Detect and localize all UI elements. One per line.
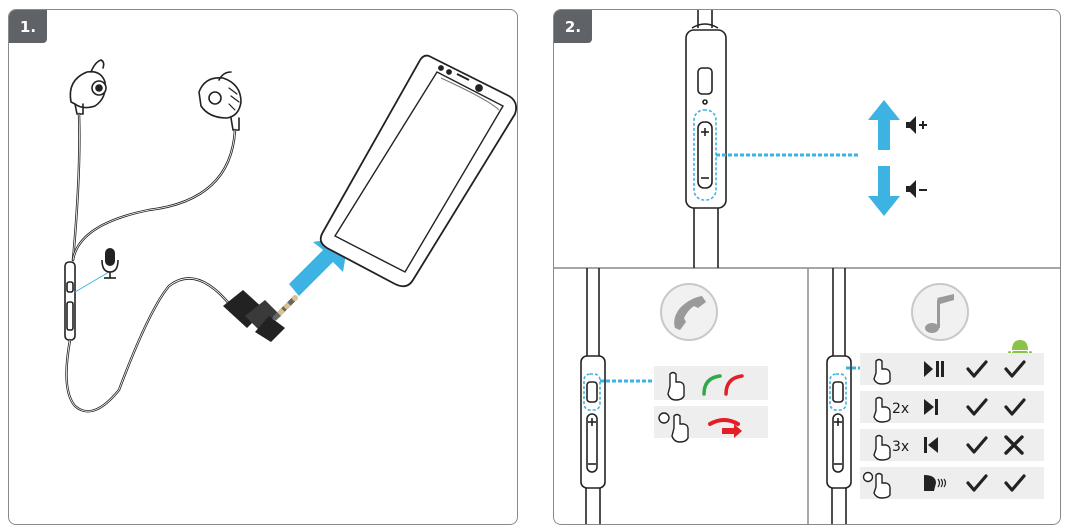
music-note-icon — [925, 294, 954, 333]
step-1-panel: 1. — [8, 9, 518, 525]
remote-controls-illustration: 2x 3x — [554, 10, 1060, 524]
check-icon — [1004, 474, 1026, 492]
step-1-badge: 1. — [9, 10, 47, 43]
tap-icon — [873, 396, 891, 423]
music-row — [860, 353, 1044, 385]
voice-assistant-icon — [924, 475, 947, 491]
previous-track-icon — [924, 437, 938, 453]
volume-down-icon — [906, 180, 927, 198]
volume-up-icon — [906, 116, 927, 134]
reject-call-icon — [708, 418, 742, 438]
phone-call-icon — [660, 283, 718, 341]
music-row: 2x — [860, 391, 1044, 423]
step-2-panel: 2. — [553, 9, 1061, 525]
left-earbud — [69, 59, 107, 115]
microphone-icon — [101, 248, 119, 279]
tap-icon — [667, 371, 685, 401]
cross-icon — [1004, 435, 1024, 455]
press-count: 2x — [892, 401, 909, 417]
hold-tap-icon — [658, 412, 689, 443]
tap-icon — [873, 472, 891, 499]
tap-icon — [873, 434, 891, 461]
connection-illustration — [64, 54, 517, 413]
check-icon — [966, 436, 988, 454]
tap-icon — [873, 358, 891, 385]
music-row — [860, 467, 1044, 499]
right-earbud — [198, 71, 242, 131]
answer-end-call-icon — [702, 374, 744, 396]
remote-volume-closeup — [685, 10, 727, 268]
press-count: 3x — [892, 439, 909, 455]
check-icon — [966, 398, 988, 416]
volume-down-arrow-icon — [868, 166, 900, 216]
check-icon — [966, 360, 988, 378]
play-pause-icon — [924, 361, 944, 377]
step-2-badge: 2. — [554, 10, 592, 43]
check-icon — [966, 474, 988, 492]
next-track-icon — [924, 399, 938, 415]
smartphone — [319, 54, 517, 288]
volume-up-arrow-icon — [868, 100, 900, 150]
check-icon — [1004, 398, 1026, 416]
call-controls-section — [580, 268, 768, 524]
music-controls-section: 2x 3x — [826, 268, 1044, 524]
audio-jack-plug — [223, 290, 298, 342]
music-row: 3x — [860, 429, 1044, 461]
check-icon — [1004, 360, 1026, 378]
